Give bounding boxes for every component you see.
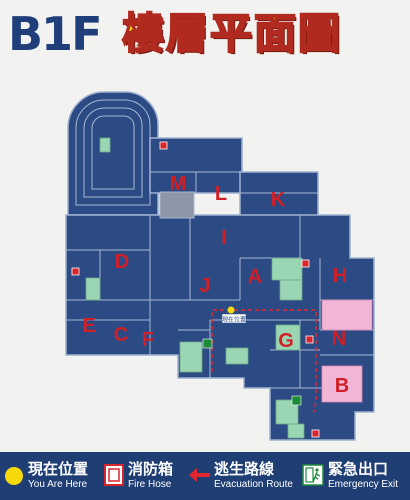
zone-label-h: H bbox=[333, 265, 347, 287]
legend-emergency-exit-en: Emergency Exit bbox=[328, 479, 399, 490]
legend-fire-hose: 消防箱 Fire Hose bbox=[104, 458, 186, 496]
zone-label-a: A bbox=[248, 266, 262, 288]
emergency-exit-icon bbox=[302, 464, 324, 486]
yellow-dot-icon bbox=[5, 467, 23, 485]
legend-evacuation-en: Evacuation Route bbox=[214, 479, 293, 490]
elevator-block bbox=[159, 191, 195, 219]
zone-label-m: M bbox=[170, 173, 187, 195]
green-rooms bbox=[85, 137, 305, 439]
you-are-here-dot bbox=[227, 306, 235, 314]
zone-label-k: K bbox=[271, 189, 286, 211]
legend-evacuation-zh: 逃生路線 bbox=[214, 460, 275, 478]
red-arrow-icon bbox=[189, 468, 210, 482]
legend-you-are-here: 現在位置 You Are Here bbox=[4, 458, 100, 496]
floor-code: B1F bbox=[8, 7, 102, 61]
legend-fire-hose-en: Fire Hose bbox=[128, 479, 172, 490]
you-are-here-tag bbox=[221, 313, 247, 324]
zone-label-c: C bbox=[114, 324, 128, 346]
zone-letters: M L K I D J A H E C F G N B bbox=[82, 173, 349, 397]
zone-label-e: E bbox=[82, 315, 95, 337]
fire-hose-icon bbox=[104, 464, 124, 486]
legend-emergency-exit: 緊急出口 Emergency Exit bbox=[302, 458, 408, 496]
zone-label-l: L bbox=[215, 183, 227, 205]
zone-label-f: F bbox=[142, 329, 154, 351]
legend-emergency-exit-zh: 緊急出口 bbox=[328, 460, 389, 478]
running-track bbox=[75, 99, 151, 206]
legend-you-are-here-zh: 現在位置 bbox=[28, 460, 89, 478]
fire-hose-markers bbox=[71, 141, 320, 438]
pink-rooms bbox=[321, 299, 373, 403]
legend-fire-hose-zh: 消防箱 bbox=[128, 460, 174, 478]
exit-markers bbox=[202, 338, 302, 406]
zone-label-g: G bbox=[278, 330, 294, 352]
zone-label-i: I bbox=[221, 227, 227, 249]
zone-label-d: D bbox=[115, 251, 129, 273]
evacuation-route bbox=[211, 309, 317, 413]
zone-label-j: J bbox=[199, 275, 210, 297]
zone-label-b: B bbox=[335, 375, 349, 397]
you-are-here-text: 現在位置 bbox=[222, 316, 246, 324]
legend-evacuation: 逃生路線 Evacuation Route bbox=[188, 458, 298, 496]
zone-label-n: N bbox=[332, 328, 346, 350]
legend-bar: 現在位置 You Are Here 消防箱 Fire Hose 逃生路線 Eva… bbox=[0, 452, 410, 500]
page-title: 樓層平面圖 bbox=[121, 8, 343, 59]
legend-you-are-here-en: You Are Here bbox=[28, 479, 88, 490]
